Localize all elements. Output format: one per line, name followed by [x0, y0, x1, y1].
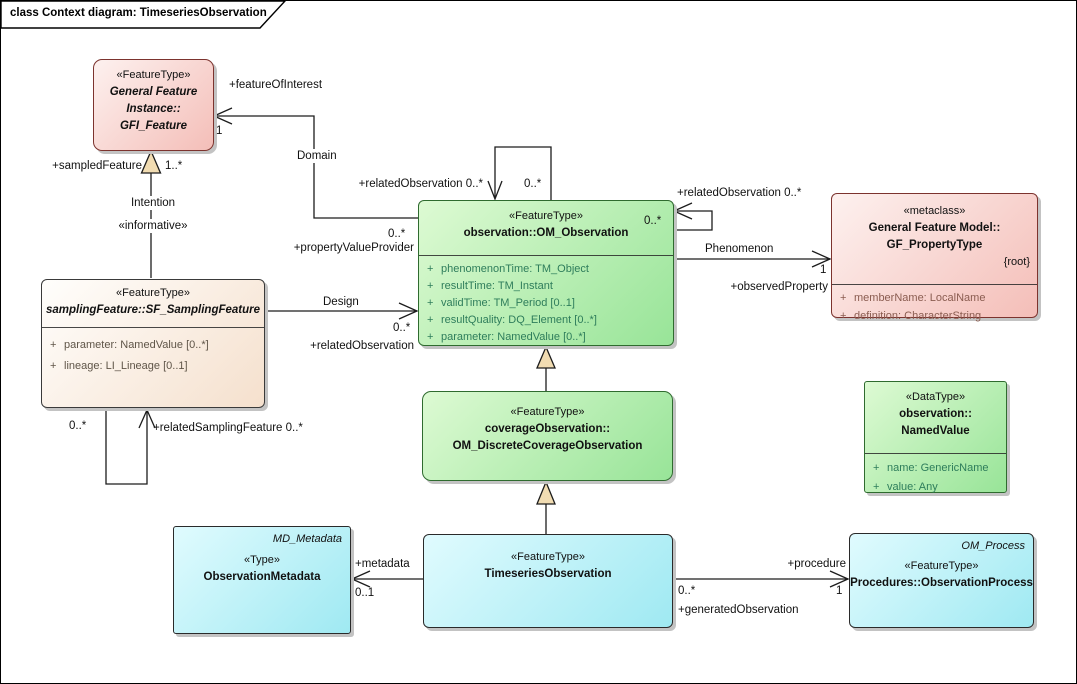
multiplicity: 0..1 [355, 587, 375, 599]
classifier-tag: OM_Process [961, 540, 1025, 552]
attribute: +definition: CharacterString [840, 310, 982, 322]
class-observationprocess[interactable]: OM_Process «FeatureType» Procedures::Obs… [849, 533, 1034, 628]
class-gf-propertytype[interactable]: «metaclass» General Feature Model:: GF_P… [831, 193, 1038, 322]
association-name-intention: Intention [128, 196, 178, 210]
class-name: TimeseriesObservation [484, 568, 612, 580]
attribute: +value: Any [873, 481, 938, 493]
multiplicity: 1 [836, 585, 843, 597]
association-domain-featureofinterest[interactable] [212, 107, 418, 219]
classifier-tag: MD_Metadata [272, 533, 342, 545]
stereotype: «DataType» [905, 391, 966, 403]
association-name-domain: Domain [295, 149, 339, 163]
attribute: +lineage: LI_Lineage [0..1] [50, 360, 188, 372]
stereotype: «FeatureType» [509, 210, 583, 222]
class-name: General Feature Model:: [868, 222, 1001, 234]
class-name: coverageObservation:: [484, 423, 611, 435]
multiplicity: 0..* [678, 585, 696, 597]
role-relatedsamplingfeature: +relatedSamplingFeature 0..* [153, 422, 303, 434]
association-relatedobservation-top-loop[interactable] [487, 146, 552, 201]
class-name: GFI_Feature [119, 120, 188, 132]
class-name: NamedValue [901, 425, 970, 437]
role-propertyvalueprovider: +propertyValueProvider [293, 242, 414, 254]
class-name: observation::OM_Observation [463, 227, 629, 239]
role-relatedobservation-top: +relatedObservation 0..* [358, 178, 483, 190]
role-relatedobservation-right: +relatedObservation 0..* [677, 187, 802, 199]
multiplicity: 1..* [165, 160, 183, 172]
association-design[interactable] [265, 302, 419, 320]
attribute: +phenomenonTime: TM_Object [427, 263, 589, 275]
association-name-phenomenon: Phenomenon [705, 243, 774, 255]
attribute: +parameter: NamedValue [0..*] [427, 331, 586, 343]
role-sampledfeature: +sampledFeature [52, 160, 142, 172]
class-name: GF_PropertyType [886, 239, 983, 251]
role-relatedobservation-design: +relatedObservation [310, 340, 414, 352]
role-observedproperty: +observedProperty [730, 281, 829, 293]
multiplicity: 0..* [69, 420, 87, 432]
stereotype: «FeatureType» [116, 287, 190, 299]
diagram-title: class Context diagram: TimeseriesObserva… [10, 7, 267, 19]
attribute: +parameter: NamedValue [0..*] [50, 339, 209, 351]
role-generatedobservation: +generatedObservation [678, 604, 799, 616]
class-name: OM_DiscreteCoverageObservation [452, 440, 643, 452]
attribute: +validTime: TM_Period [0..1] [427, 297, 575, 309]
generalization-dco-to-om[interactable] [536, 345, 556, 391]
association-relatedsamplingfeature-loop[interactable] [105, 408, 156, 485]
diagram-frame-tab [1, 1, 286, 29]
stereotype-informative: «informative» [116, 219, 190, 233]
class-observationmetadata[interactable]: MD_Metadata «Type» ObservationMetadata [173, 526, 351, 634]
attribute: +resultQuality: DQ_Element [0..*] [427, 314, 597, 326]
association-phenomenon[interactable] [674, 250, 832, 268]
stereotype: «metaclass» [903, 205, 966, 217]
multiplicity: 0..* [644, 215, 662, 227]
class-namedvalue[interactable]: «DataType» observation:: NamedValue +nam… [864, 381, 1007, 493]
multiplicity: 0..* [388, 228, 406, 240]
attribute: +name: GenericName [873, 462, 989, 474]
class-om-discretecoverageobservation[interactable]: «FeatureType» coverageObservation:: OM_D… [422, 391, 673, 481]
class-name: Procedures::ObservationProcess [850, 577, 1033, 589]
class-name: observation:: [899, 408, 972, 420]
class-name: General Feature [109, 86, 198, 98]
generalization-tso-to-dco[interactable] [536, 480, 556, 534]
association-metadata[interactable] [350, 570, 423, 588]
attribute: +resultTime: TM_Instant [427, 280, 553, 292]
association-name-design: Design [323, 296, 359, 308]
multiplicity: 1 [820, 264, 827, 276]
constraint-root: {root} [1003, 256, 1030, 268]
class-gfi-feature[interactable]: «FeatureType» General Feature Instance::… [93, 59, 214, 151]
multiplicity: 1 [216, 125, 223, 137]
multiplicity: 0..* [393, 322, 411, 334]
class-sf-samplingfeature[interactable]: «FeatureType» samplingFeature::SF_Sampli… [41, 279, 265, 408]
attribute: +memberName: LocalName [840, 292, 986, 304]
association-procedure[interactable] [673, 570, 850, 588]
stereotype: «FeatureType» [904, 560, 979, 572]
role-metadata: +metadata [355, 558, 410, 570]
class-om-observation[interactable]: «FeatureType» observation::OM_Observatio… [418, 200, 674, 346]
association-relatedobservation-right-loop[interactable] [672, 202, 713, 231]
class-name: samplingFeature::SF_SamplingFeature [45, 304, 261, 316]
stereotype: «FeatureType» [116, 69, 191, 81]
class-timeseriesobservation[interactable]: «FeatureType» TimeseriesObservation [423, 534, 673, 628]
role-procedure: +procedure [787, 558, 847, 570]
class-name: ObservationMetadata [203, 571, 321, 583]
association-intention[interactable] [140, 149, 162, 278]
stereotype: «FeatureType» [511, 551, 585, 563]
class-name: Instance:: [126, 103, 181, 115]
stereotype: «Type» [243, 554, 281, 566]
stereotype: «FeatureType» [510, 406, 585, 418]
role-featureofinterest: +featureOfInterest [229, 79, 323, 91]
multiplicity: 0..* [524, 178, 542, 190]
